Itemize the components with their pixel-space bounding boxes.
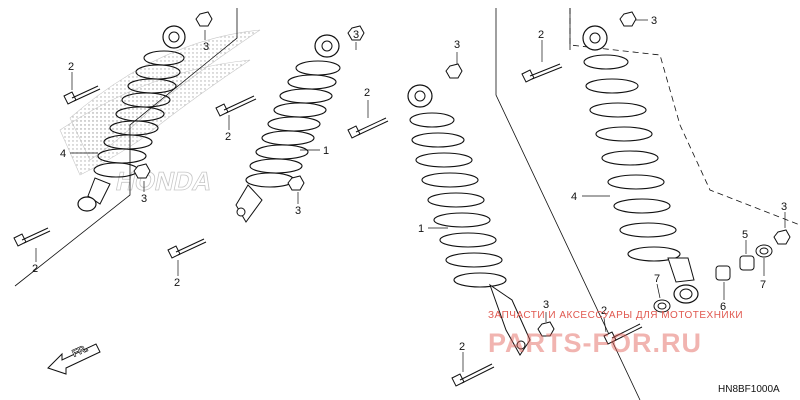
nut-3-e: [445, 63, 463, 79]
callout-7: 7: [760, 279, 766, 291]
bolt-2-e: [347, 117, 389, 139]
nut-3-c: [347, 25, 365, 41]
callout-2: 2: [538, 29, 544, 41]
shock-absorber-right-4: [582, 25, 699, 304]
callout-2: 2: [68, 61, 74, 73]
callout-2: 2: [459, 341, 465, 353]
honda-wing-logo: HONDA: [59, 29, 261, 196]
callout-2: 2: [225, 131, 231, 143]
callout-3: 3: [781, 201, 787, 213]
callout-3: 3: [651, 15, 657, 27]
callout-3: 3: [543, 299, 549, 311]
shock-absorber-1-left: [235, 34, 341, 223]
callout-3: 3: [353, 29, 359, 41]
bolt-2-g: [451, 363, 495, 387]
callout-2: 2: [364, 87, 370, 99]
callout-6: 6: [720, 301, 726, 313]
callout-3: 3: [295, 205, 301, 217]
bolt-2-a: [63, 85, 101, 105]
watermark-tagline: ЗАПЧАСТИ И АКСЕССУАРЫ ДЛЯ МОТОТЕХНИКИ: [488, 310, 743, 321]
nut-3-f: [537, 321, 555, 337]
diagram-code: HN8BF1000A: [718, 384, 780, 395]
bolt-2-h: [603, 323, 643, 345]
callout-2: 2: [174, 277, 180, 289]
callout-2: 2: [32, 263, 38, 275]
bolt-2-d: [167, 238, 207, 259]
callout-7: 7: [654, 273, 660, 285]
nut-3-g: [619, 11, 637, 27]
front-direction-arrow-icon: FR.: [47, 343, 101, 375]
callout-4: 4: [571, 191, 577, 203]
shock-absorber-1-center: [407, 84, 531, 356]
callout-labels: 2 3 4 3 2 2 1 3 2 3 2 1 3 2 4 3 3 2 2 7 …: [32, 15, 787, 353]
bolt-2-b: [13, 227, 51, 247]
callout-3: 3: [454, 39, 460, 51]
callout-3: 3: [141, 193, 147, 205]
group-boundaries: [14, 8, 800, 400]
callout-1: 1: [418, 223, 424, 235]
bolt-2-c: [215, 95, 257, 117]
nut-3-a: [195, 11, 213, 27]
callout-4: 4: [60, 148, 66, 160]
callout-1: 1: [323, 145, 329, 157]
svg-text:HONDA: HONDA: [113, 166, 215, 196]
bolts: [13, 63, 643, 387]
nut-3-b: [133, 163, 151, 179]
watermark-site: PARTS-FOR.RU: [488, 328, 702, 358]
bearings-and-collars: [653, 244, 773, 313]
callout-3: 3: [203, 41, 209, 53]
callout-5: 5: [742, 229, 748, 241]
collar-5: [739, 255, 755, 271]
leader-lines: [35, 19, 786, 372]
callout-2: 2: [601, 305, 607, 317]
nuts: [133, 11, 791, 337]
bearing-6: [715, 265, 731, 281]
bolt-2-f: [521, 63, 563, 83]
watermark: ЗАПЧАСТИ И АКСЕССУАРЫ ДЛЯ МОТОТЕХНИКИ PA…: [488, 310, 743, 358]
nut-3-h: [773, 229, 791, 245]
shock-absorber-left-4: [77, 25, 186, 212]
nut-3-d: [287, 175, 305, 191]
